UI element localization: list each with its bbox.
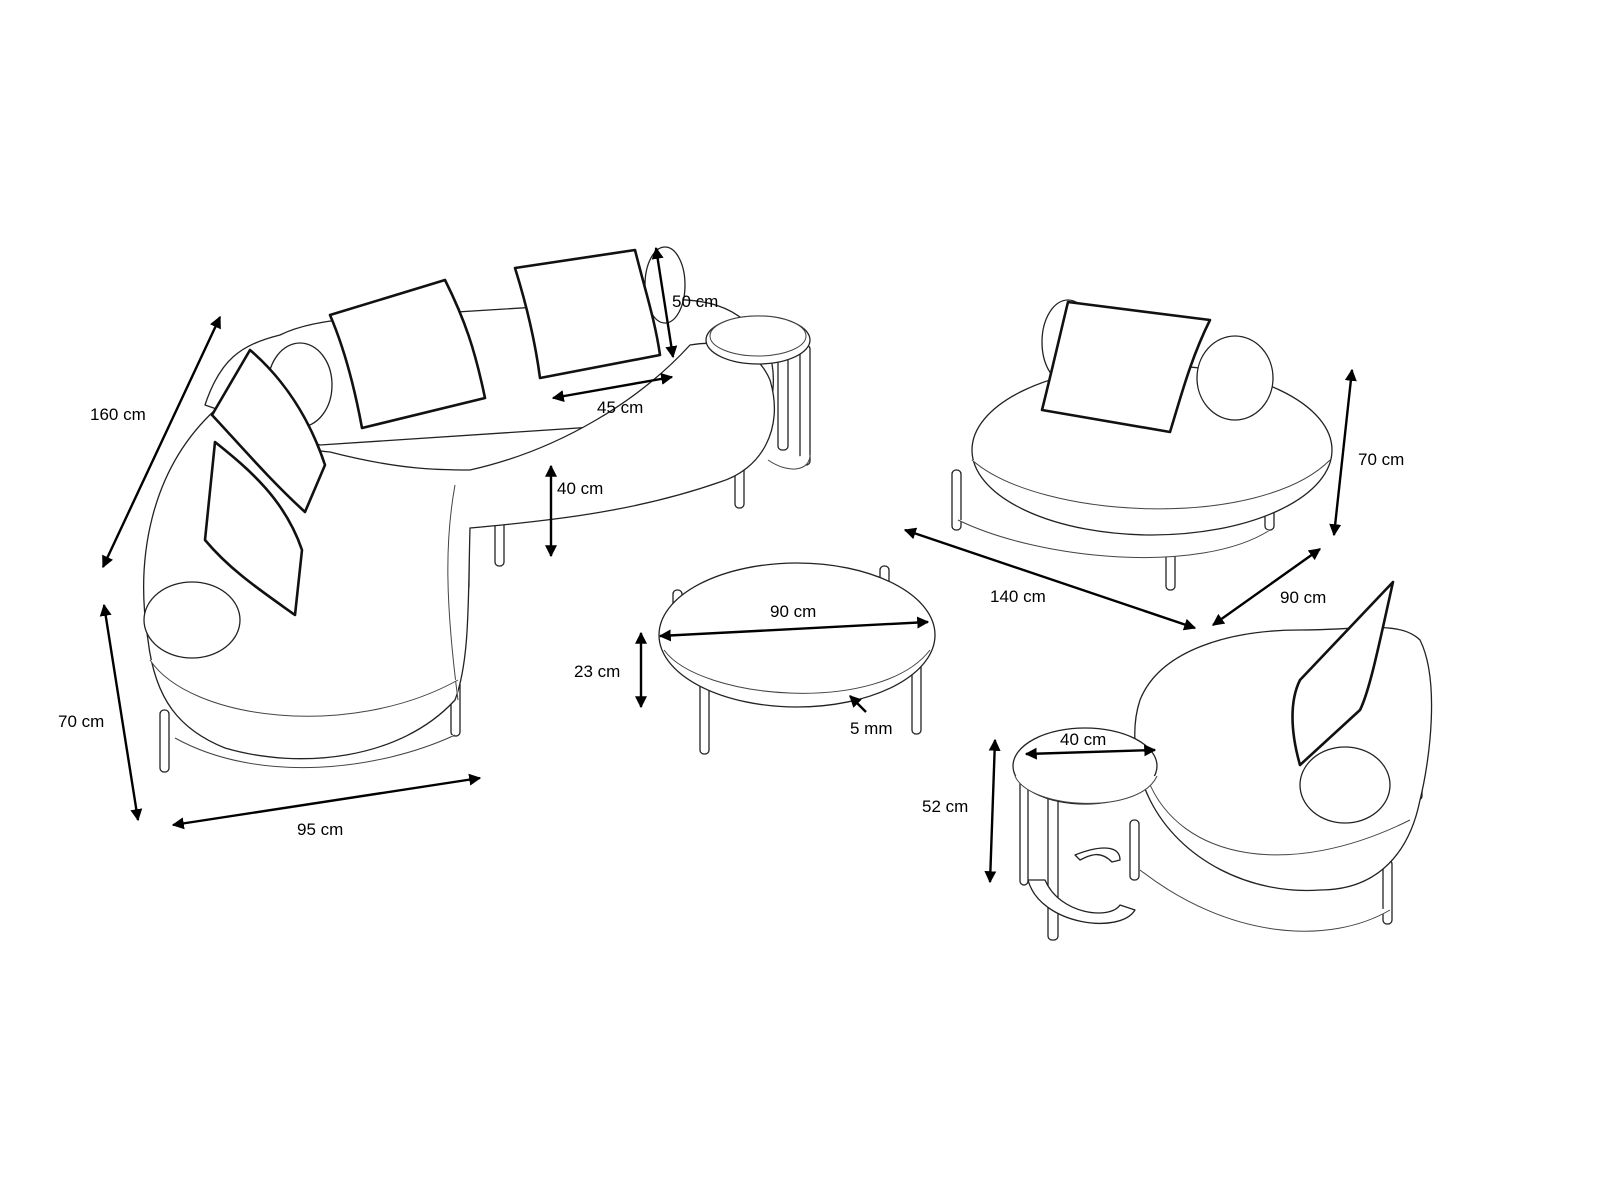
sofa-pillow-piping xyxy=(210,348,327,514)
loveseat-pillow-piping xyxy=(1040,300,1212,434)
arrow-loveseat-depth xyxy=(1212,548,1321,626)
dimension-labels: 160 cm 70 cm 95 cm 50 cm 45 cm 40 cm 70 … xyxy=(58,292,1404,839)
arrow-coffee-table-diameter xyxy=(658,616,930,642)
loveseat-bolster xyxy=(1196,335,1274,421)
arrow-cushion-height xyxy=(651,246,678,359)
label-coffee-table-thickness: 5 mm xyxy=(850,719,893,738)
chaise-bolster xyxy=(1299,746,1391,824)
chaise-seat-seam xyxy=(1147,779,1411,856)
side-table-leg xyxy=(799,344,811,466)
loveseat-seat-seam xyxy=(971,459,1331,510)
label-sofa-length: 160 cm xyxy=(90,405,146,424)
curved-sectional-sofa xyxy=(143,246,775,773)
label-coffee-table-diameter: 90 cm xyxy=(770,602,816,621)
chaise-leg xyxy=(1382,859,1393,925)
arrow-side-table-height xyxy=(984,738,1001,884)
side-table-top-edge xyxy=(709,315,807,357)
sofa-seat-seam xyxy=(447,484,459,701)
small-side-table-back xyxy=(705,315,811,470)
round-coffee-table xyxy=(658,562,936,755)
dimension-arrows xyxy=(99,246,1357,884)
arrow-side-table-diameter xyxy=(1024,744,1157,760)
arrow-sofa-depth xyxy=(171,773,482,830)
sofa-pillow-piping xyxy=(328,278,487,430)
label-cushion-height: 50 cm xyxy=(672,292,718,311)
label-side-table-diameter: 40 cm xyxy=(1060,730,1106,749)
label-cushion-width: 45 cm xyxy=(597,398,643,417)
label-coffee-table-height: 23 cm xyxy=(574,662,620,681)
label-loveseat-width: 140 cm xyxy=(990,587,1046,606)
chaise-base-ring xyxy=(1139,869,1391,932)
label-loveseat-height: 70 cm xyxy=(1358,450,1404,469)
sofa-leg xyxy=(159,709,170,773)
side-table-leg xyxy=(777,349,789,451)
side-table-top-edge xyxy=(1014,775,1158,804)
sofa-pillow-piping xyxy=(203,440,304,617)
curved-chaise xyxy=(1129,580,1433,932)
arrow-sofa-length xyxy=(101,315,222,569)
sofa-bolster xyxy=(143,581,241,659)
label-sofa-height: 70 cm xyxy=(58,712,104,731)
side-table-base xyxy=(767,454,811,470)
sofa-seat-seam xyxy=(149,659,459,717)
oval-loveseat xyxy=(951,299,1333,591)
chaise-pillow-piping xyxy=(1291,580,1395,767)
arrow-coffee-table-thickness xyxy=(849,695,867,713)
arrow-loveseat-height xyxy=(1329,368,1357,537)
label-loveseat-depth: 90 cm xyxy=(1280,588,1326,607)
arrow-loveseat-width xyxy=(903,527,1197,631)
chaise-leg xyxy=(1129,819,1140,881)
label-side-table-height: 52 cm xyxy=(922,797,968,816)
label-seat-height: 40 cm xyxy=(557,479,603,498)
side-table-base xyxy=(1027,879,1136,924)
label-sofa-depth: 95 cm xyxy=(297,820,343,839)
side-table-base-inner xyxy=(1074,847,1121,863)
coffee-table-top-edge xyxy=(663,649,931,694)
side-table-leg xyxy=(1047,789,1059,941)
arrow-cushion-width xyxy=(551,372,674,403)
arrow-sofa-height xyxy=(99,603,143,822)
